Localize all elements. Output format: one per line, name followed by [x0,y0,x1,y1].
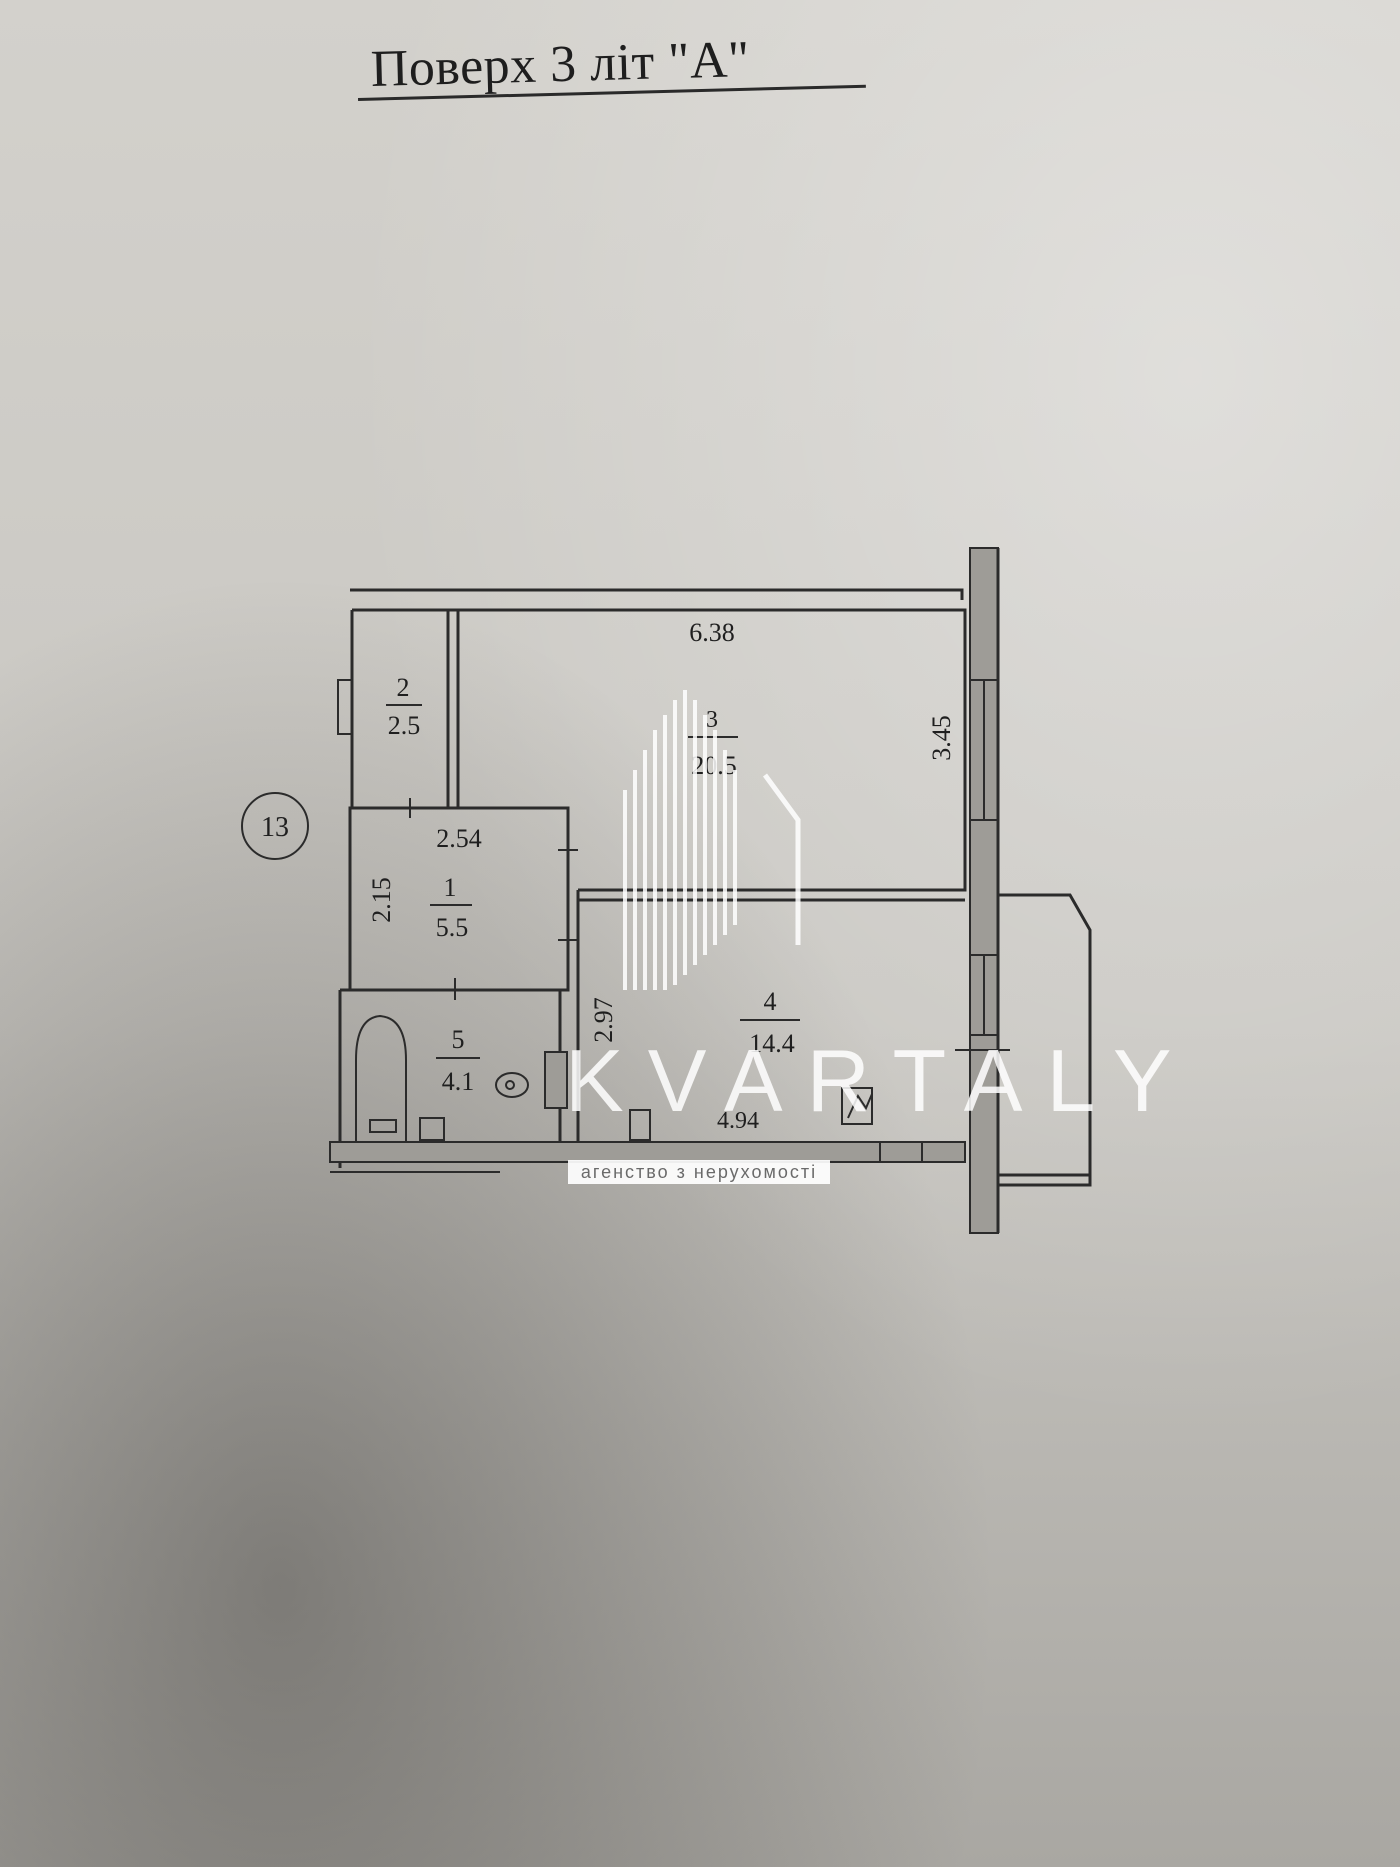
sink-icon [419,1117,445,1141]
kitchen-sink-icon [629,1109,651,1141]
room5-number: 5 [452,1025,465,1054]
bathtub-icon [355,1014,407,1143]
room3-outline [448,608,967,892]
room1-depth-dimension: 2.15 [367,877,396,923]
room1-number: 1 [444,873,457,902]
room3-width-dimension: 6.38 [689,618,735,647]
stove-icon [841,1087,873,1125]
toilet-icon [495,1072,529,1098]
exterior-wall-right [969,547,999,1234]
room3-depth-dimension: 3.45 [927,715,956,761]
apartment-number: 13 [261,812,289,843]
bottom-wall [329,1141,966,1163]
balcony-outline [998,893,1092,1187]
room4-area: 14.4 [749,1029,795,1058]
room3-number: 3 [706,707,718,733]
room4-number: 4 [764,987,777,1016]
watermark-tagline: агенство з нерухомості [568,1160,830,1184]
door-room2 [337,679,353,735]
toilet-tank-icon [544,1051,568,1109]
room2-number: 2 [397,673,410,702]
room2-outline [350,608,448,810]
stove-flame-icon [847,1093,873,1119]
room4-depth-dimension: 2.97 [589,997,618,1043]
bathtub-drain-icon [369,1119,397,1133]
bottom-vent [879,1141,923,1163]
room5-area: 4.1 [442,1067,475,1096]
room4-width-dimension: 4.94 [717,1108,759,1134]
room1-width-dimension: 2.54 [436,824,482,853]
room4-outline [576,890,965,1142]
outer-boundary-line [350,588,964,600]
room1-outline [348,806,570,992]
room2-area: 2.5 [388,711,421,740]
apartment-number-circle [241,792,309,860]
room1-area: 5.5 [436,913,469,942]
watermark-logo-bars [623,690,801,990]
watermark-brand: KVARTALY [565,1031,1196,1130]
toilet-bowl-icon [505,1080,515,1090]
